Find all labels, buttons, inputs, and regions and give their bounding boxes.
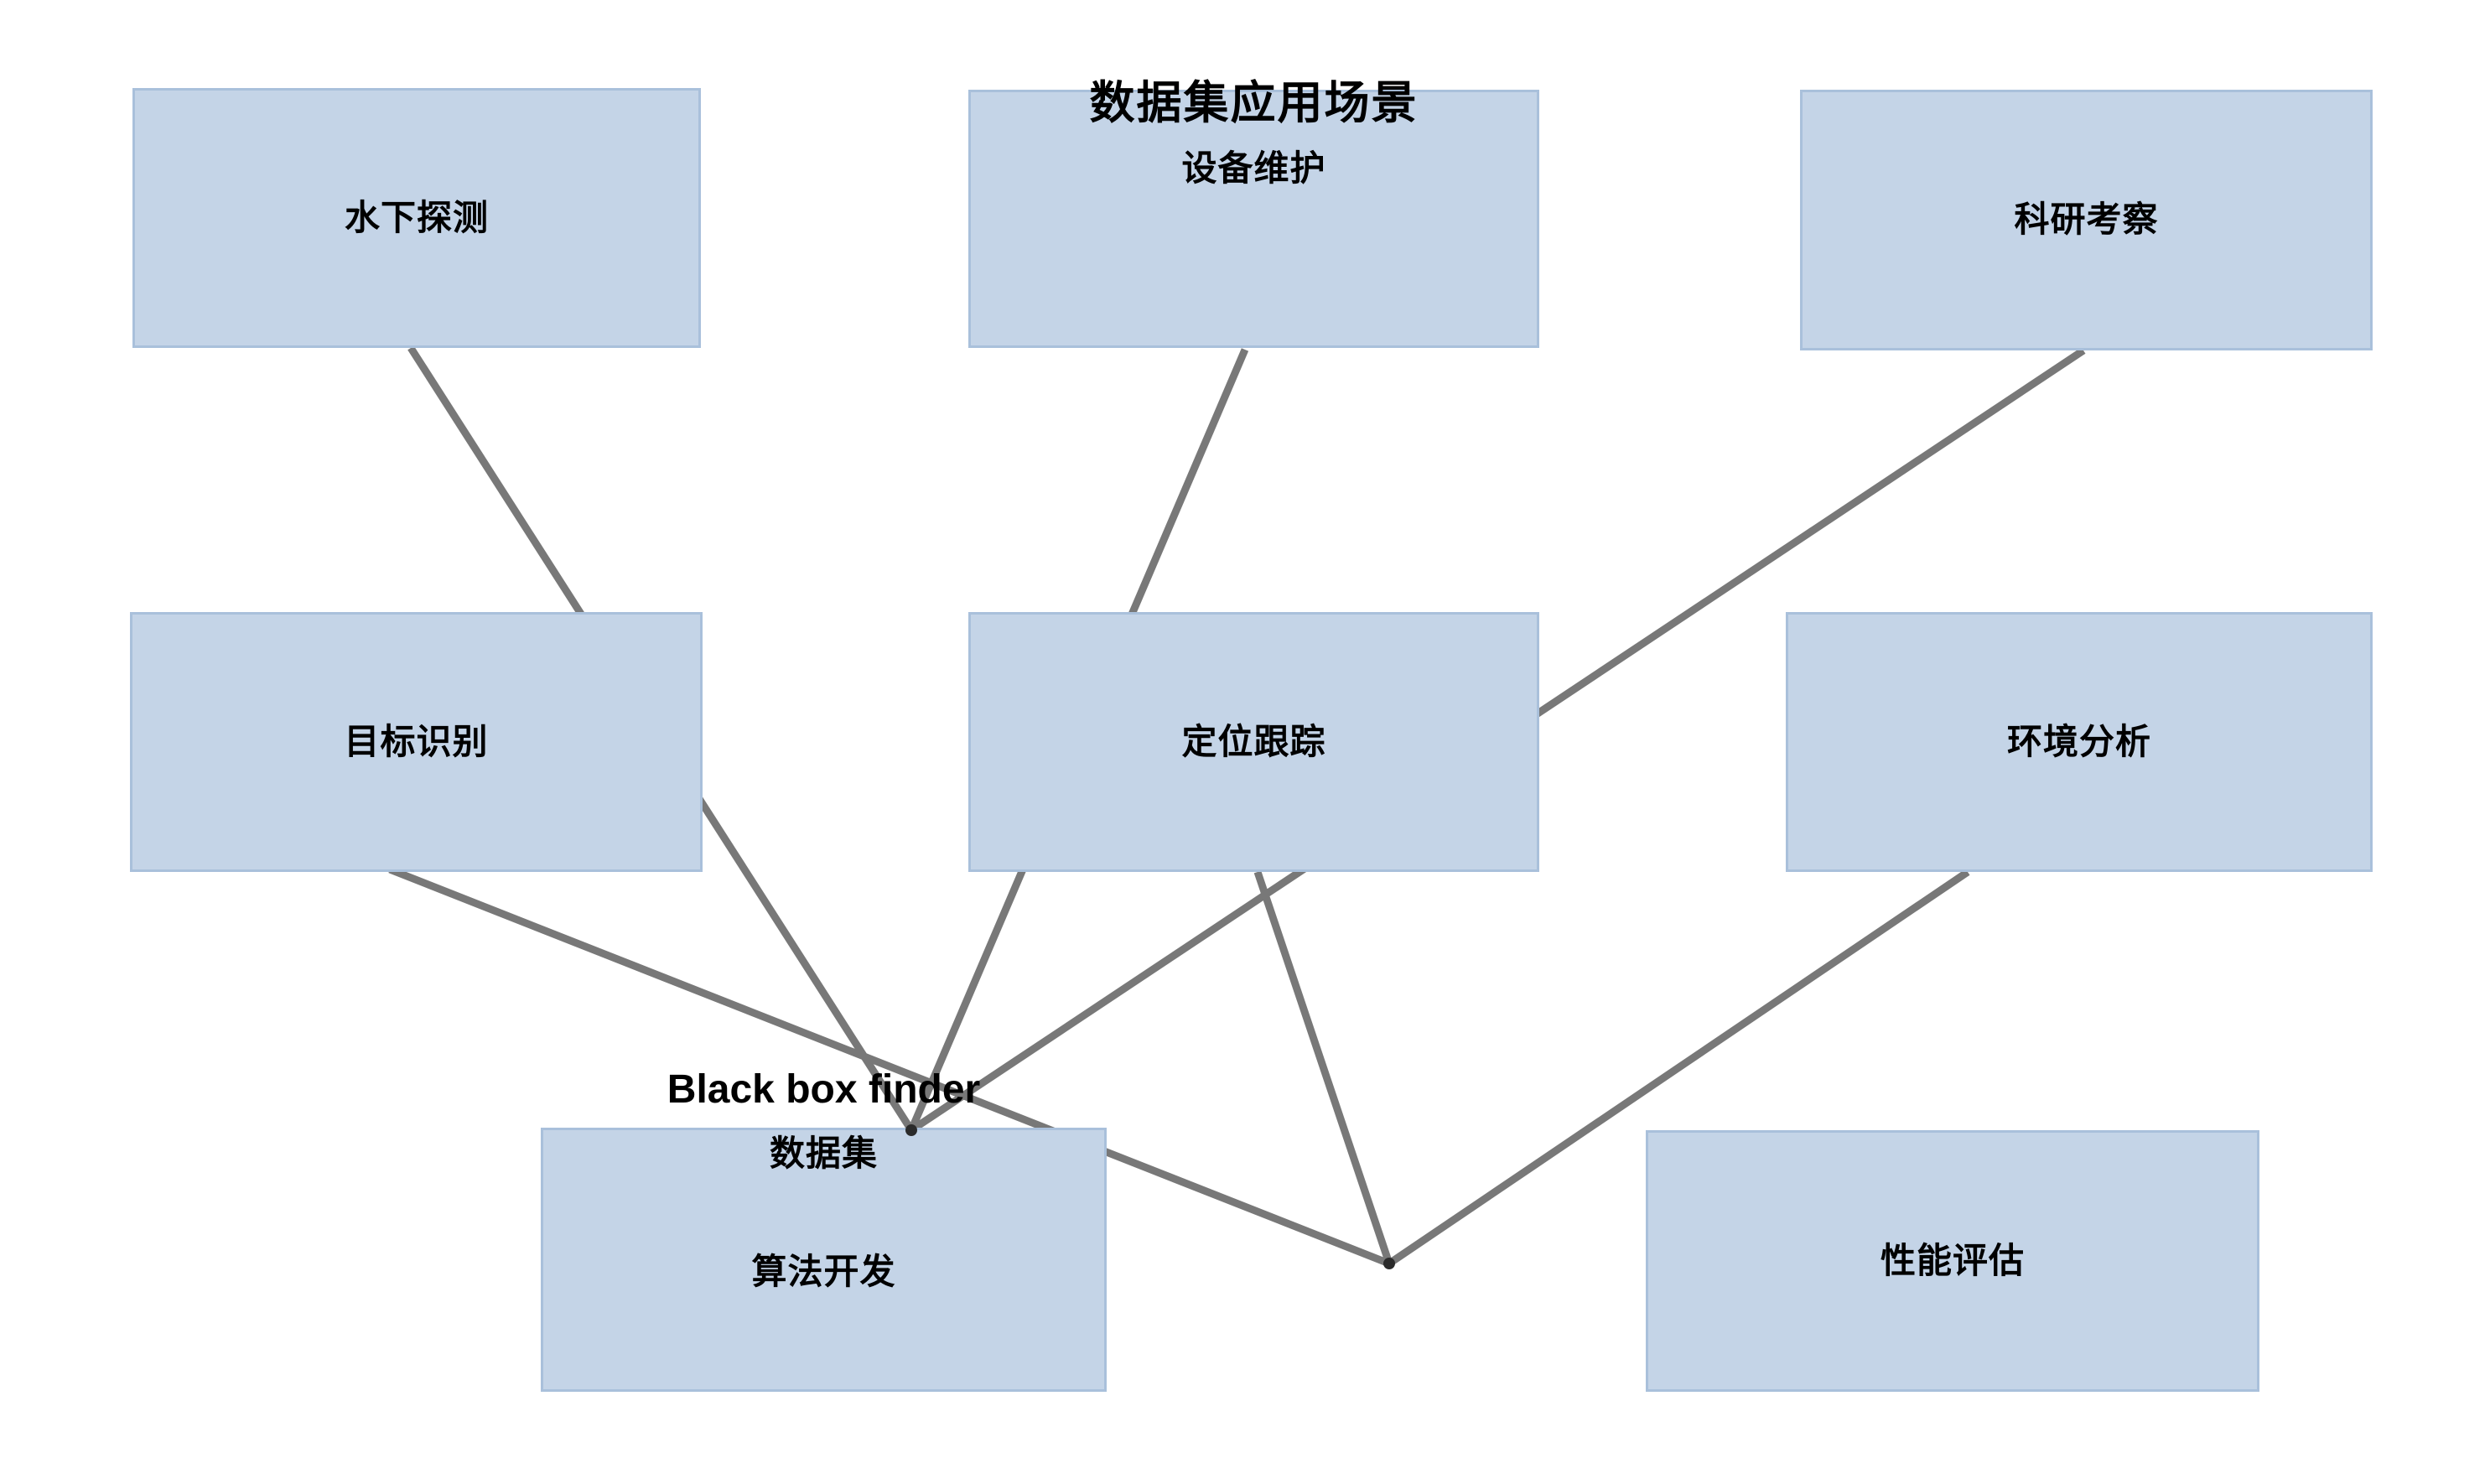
- node-positioning-tracking[interactable]: 定位跟踪: [968, 612, 1539, 872]
- node-equipment-maintenance[interactable]: 设备维护: [968, 90, 1539, 348]
- center-node-title: Black box finder: [667, 1067, 981, 1112]
- junction-dot-right: [1383, 1258, 1395, 1269]
- node-label-target-recognition: 目标识别: [344, 721, 489, 761]
- node-label-performance-evaluation: 性能评估: [1880, 1240, 2025, 1280]
- center-node-subtitle: 数据集: [769, 1134, 878, 1173]
- node-label-equipment-maintenance: 设备维护: [1181, 148, 1326, 188]
- node-label-positioning-tracking: 定位跟踪: [1181, 721, 1326, 761]
- connector-positioning-to-junction-right: [1253, 870, 1393, 1265]
- node-label-algorithm-development: 算法开发: [751, 1252, 896, 1292]
- node-underwater-detection[interactable]: 水下探测: [132, 88, 701, 348]
- diagram-title: 数据集应用场景: [1089, 78, 1419, 128]
- node-label-underwater-detection: 水下探测: [344, 197, 489, 237]
- node-performance-evaluation[interactable]: 性能评估: [1646, 1130, 2259, 1392]
- node-label-scientific-research: 科研考察: [2014, 200, 2159, 240]
- node-target-recognition[interactable]: 目标识别: [130, 612, 703, 872]
- node-scientific-research[interactable]: 科研考察: [1800, 90, 2373, 350]
- node-label-environment-analysis: 环境分析: [2006, 721, 2151, 761]
- node-environment-analysis[interactable]: 环境分析: [1786, 612, 2373, 872]
